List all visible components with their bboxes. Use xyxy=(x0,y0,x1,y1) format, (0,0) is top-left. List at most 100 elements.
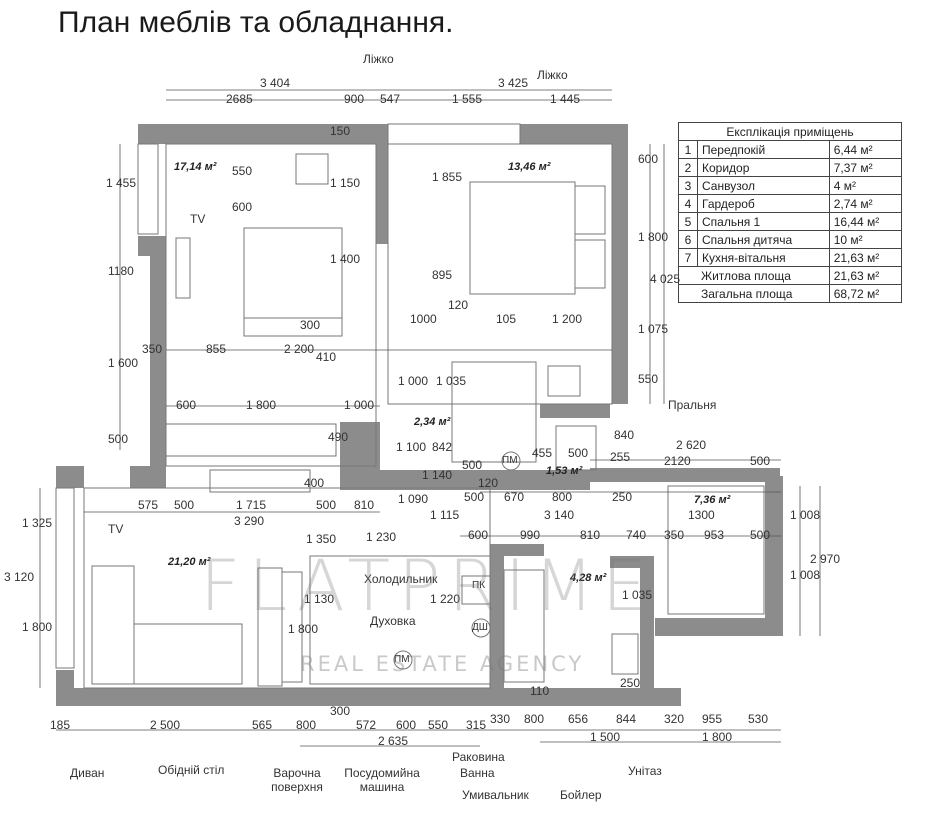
label-toilet: Унітаз xyxy=(628,764,662,778)
room-name: Спальня 1 xyxy=(697,212,830,231)
dimension: 1 500 xyxy=(590,730,621,744)
dimension: 670 xyxy=(504,490,525,504)
dining-table xyxy=(281,571,303,683)
dimension: 2 970 xyxy=(810,552,841,566)
bed-1 xyxy=(243,227,343,319)
dimension: 3 140 xyxy=(544,508,575,522)
room-name: Коридор xyxy=(697,158,830,177)
dimension: 1 800 xyxy=(22,620,53,634)
dimension: 600 xyxy=(638,152,659,166)
label-tv-1: TV xyxy=(190,212,206,226)
dimension: 500 xyxy=(568,446,589,460)
room-area: 16,44 м² xyxy=(828,212,903,231)
dimension: 250 xyxy=(612,490,633,504)
living-area-label: Житлова площа xyxy=(678,266,830,285)
room-name: Передпокій xyxy=(697,140,830,159)
row-number: 6 xyxy=(678,230,698,249)
dimension: 840 xyxy=(614,428,635,442)
bath xyxy=(503,569,545,683)
label-oven: Духовка xyxy=(370,614,416,628)
dimension: 550 xyxy=(638,372,659,386)
dimension: 1 150 xyxy=(330,176,361,190)
pm-circle-1 xyxy=(501,451,521,471)
dimension: 120 xyxy=(448,298,469,312)
dimension: 1 800 xyxy=(246,398,277,412)
dimension: 3 290 xyxy=(234,514,265,528)
dimension: 3 120 xyxy=(4,570,35,584)
dimension: 895 xyxy=(432,268,453,282)
dimension: 800 xyxy=(524,712,545,726)
room-area: 2,74 м² xyxy=(828,194,903,213)
tv-1 xyxy=(175,237,191,299)
desk-2 xyxy=(547,365,581,397)
dimension: 320 xyxy=(664,712,685,726)
dimension: 1 008 xyxy=(790,508,821,522)
dimension: 3 425 xyxy=(498,76,529,90)
dimension: 565 xyxy=(252,718,273,732)
sofa-side xyxy=(91,565,135,685)
bed-2 xyxy=(469,181,576,295)
dimension: 855 xyxy=(206,342,227,356)
dimension: 800 xyxy=(296,718,317,732)
dimension: 3 404 xyxy=(260,76,291,90)
row-number: 3 xyxy=(678,176,698,195)
dimension: 1 325 xyxy=(22,516,53,530)
row-number: 5 xyxy=(678,212,698,231)
dimension: 2120 xyxy=(664,454,691,468)
dimension: 300 xyxy=(330,704,351,718)
label-sink: Раковина xyxy=(452,750,505,764)
dimension: 550 xyxy=(428,718,449,732)
dimension: 4 025 xyxy=(650,272,681,286)
dimension: 1 115 xyxy=(430,508,460,522)
dimension: 800 xyxy=(552,490,573,504)
dimension: 2685 xyxy=(226,92,253,106)
dimension: 1180 xyxy=(108,264,134,278)
dimension: 455 xyxy=(532,446,553,460)
dimension-lines xyxy=(39,89,821,747)
dimension: 350 xyxy=(142,342,163,356)
dimension: 1 200 xyxy=(552,312,583,326)
label-bath: Ванна xyxy=(460,766,495,780)
label-pk: ПК xyxy=(472,580,486,591)
dimension: 740 xyxy=(626,528,647,542)
room-name: Санвузол xyxy=(697,176,830,195)
label-dining-table: Обідній стіл xyxy=(158,763,225,777)
walls xyxy=(56,124,783,706)
dimension: 500 xyxy=(750,454,771,468)
page-title: План меблів та обладнання. xyxy=(58,6,454,39)
dimension: 500 xyxy=(750,528,771,542)
dimension: 105 xyxy=(496,312,517,326)
label-dishwasher: Посудомийна машина xyxy=(344,766,420,794)
dimension: 990 xyxy=(520,528,541,542)
sofa xyxy=(133,623,243,685)
dimension: 1 230 xyxy=(366,530,397,544)
dimension: 490 xyxy=(328,430,349,444)
label-pm-1: ПМ xyxy=(502,455,518,466)
area-corridor: 7,36 м² xyxy=(694,494,731,506)
dimension: 547 xyxy=(380,92,401,106)
area-kitchen-living: 21,20 м² xyxy=(168,556,211,568)
room-name: Спальня дитяча xyxy=(697,230,830,249)
dimension: 900 xyxy=(344,92,365,106)
pm-circle-2 xyxy=(393,650,413,670)
wardrobe xyxy=(165,423,337,457)
label-boiler: Бойлер xyxy=(560,788,602,802)
dimension: 500 xyxy=(316,498,337,512)
tv-stand xyxy=(209,469,311,493)
dimension: 330 xyxy=(490,712,511,726)
dimension: 2 500 xyxy=(150,718,181,732)
dimension: 500 xyxy=(462,458,483,472)
fridge xyxy=(461,575,491,605)
dimension: 842 xyxy=(432,440,453,454)
dimension: 1 100 xyxy=(396,440,427,454)
dimension: 350 xyxy=(664,528,685,542)
dimension: 656 xyxy=(568,712,589,726)
room-name: Кухня-вітальня xyxy=(697,248,830,267)
furniture xyxy=(91,153,765,687)
